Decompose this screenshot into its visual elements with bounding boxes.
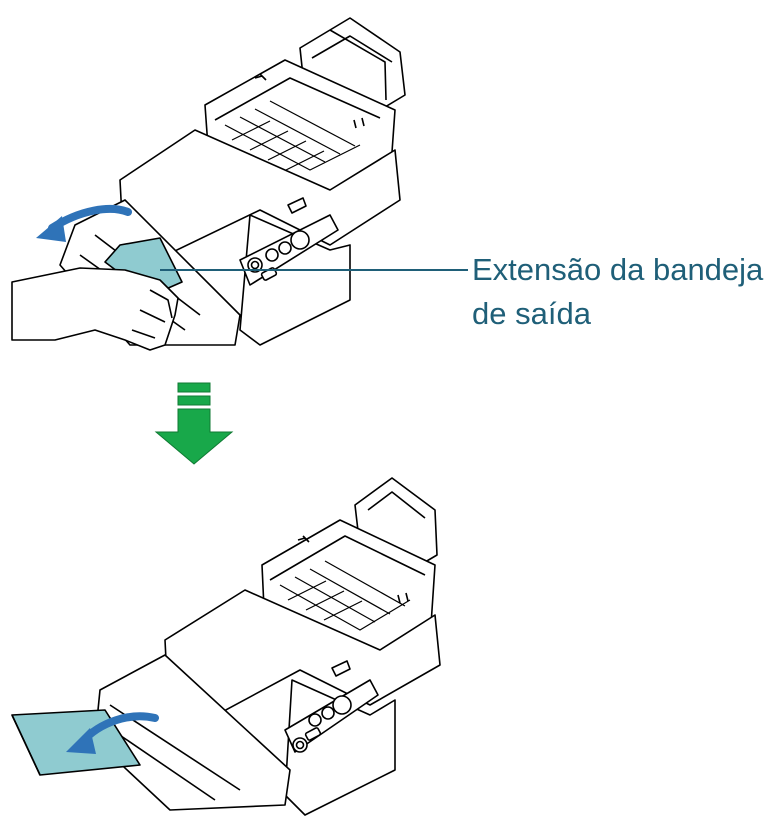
pull-arrow-top-icon — [36, 204, 132, 242]
tray-extension-label: Extensão da bandeja de saída — [472, 248, 763, 336]
tray-extension-label-line2: de saída — [472, 296, 591, 331]
scanner-top-icon — [11, 17, 406, 351]
pull-arrow-bottom-icon — [66, 712, 159, 754]
scanner-bottom-icon — [11, 477, 441, 816]
next-step-arrow-icon — [154, 382, 234, 465]
tray-extension-label-line1: Extensão da bandeja — [472, 252, 764, 287]
